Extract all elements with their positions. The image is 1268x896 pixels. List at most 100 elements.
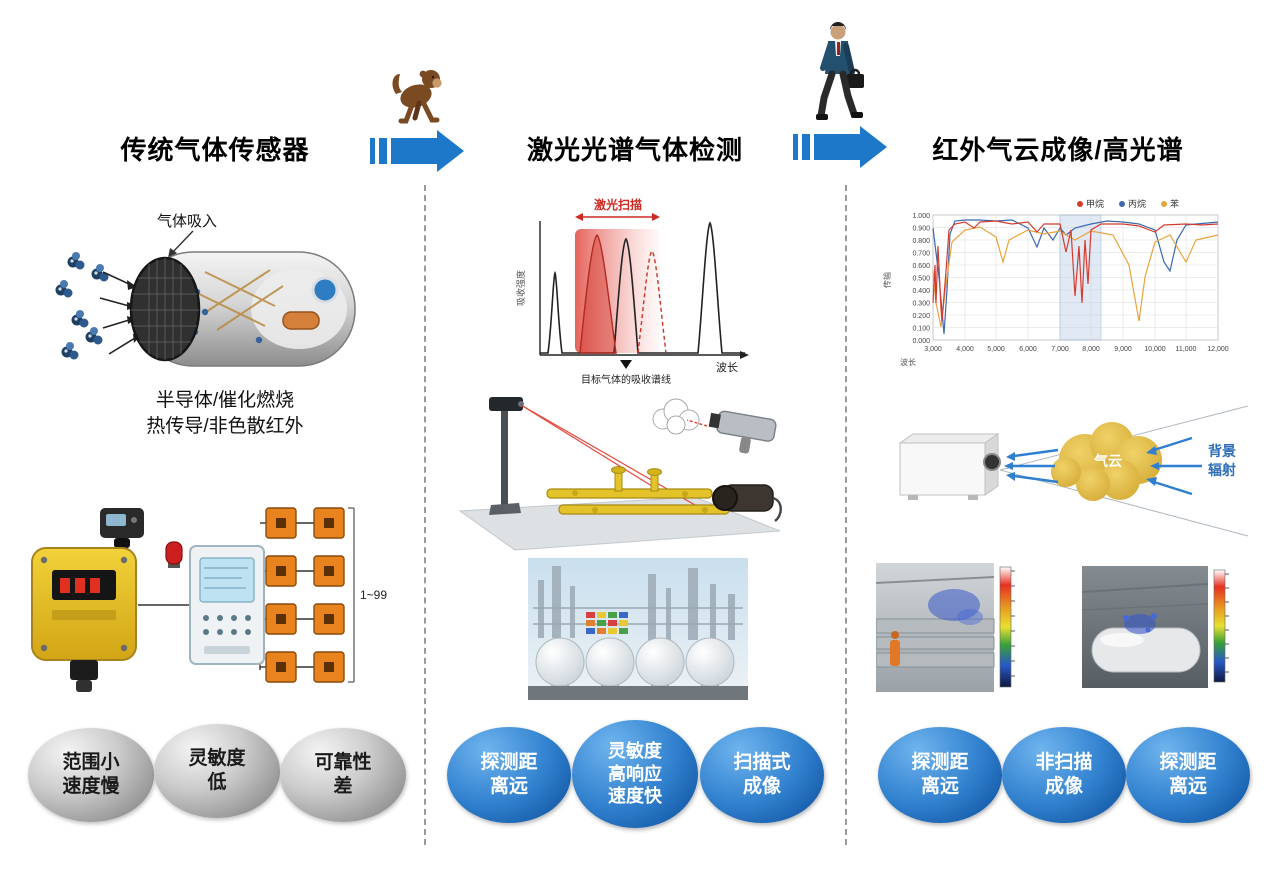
svg-text:0.000: 0.000 [912,338,930,345]
legend-propane: 丙烷 [1128,198,1146,209]
gas-molecules [55,252,109,360]
svg-text:8,000: 8,000 [1082,346,1100,353]
imaging-camera [712,484,782,522]
stage-title-laser: 激光光谱气体检测 [526,135,743,165]
badge-long-distance-ir: 探测距 离远 [878,727,1002,823]
series-methane [932,220,1219,322]
tech-line-1: 半导体/催化燃烧 [155,390,295,411]
arrow-stripe [379,138,387,164]
svg-text:0.800: 0.800 [912,238,930,245]
target-gas-note: 目标气体的吸收谱线 [581,373,671,386]
fixed-gas-detector [31,547,137,692]
badge-scanning-imaging: 扫描式 成像 [700,727,824,823]
arrow-body [391,138,437,164]
walking-man-icon [816,22,864,120]
transmittance-xlabel: 波长 [900,357,916,367]
svg-text:10,000: 10,000 [1144,346,1166,353]
scan-band [575,229,660,353]
laser-beams [520,404,696,506]
x-ticks: 3,000 4,000 5,000 6,000 7,000 8,000 9,00… [924,346,1229,353]
arrow-stripe [802,134,810,160]
radiation-arrows [1012,436,1202,496]
flow-arrow-1 [370,130,464,172]
scanned-line-peak [637,250,667,354]
thermal-image-pipes [876,563,1015,692]
gas-plume [652,398,700,435]
stage-title-infrared: 红外气云成像/高光谱 [932,135,1184,165]
laser-line-peak [579,234,617,354]
gas-blob [928,589,980,621]
badge-low-sensitivity: 灵敏度 低 [154,724,280,818]
svg-text:0.300: 0.300 [912,301,930,308]
traditional-tech-text: 半导体/催化燃烧 热传导/非色散红外 [100,388,350,439]
series-propane [932,219,1219,335]
gas-cloud-imaging-scene: 气云 [898,405,1249,537]
column-divider-1 [424,185,426,845]
svg-text:4,000: 4,000 [956,346,974,353]
flow-arrow-2 [793,126,887,168]
thermal-image-tank [1082,566,1229,688]
badge-poor-reliability: 可靠性 差 [280,728,406,822]
arrow-stripe [370,138,375,164]
sensor-port [311,276,339,304]
series-benzene [932,226,1219,328]
storage-tank [1091,627,1201,673]
color-scale [999,566,1012,688]
column-divider-2 [845,185,847,845]
laser-chart-xlabel: 波长 [716,361,738,374]
svg-text:6,000: 6,000 [1019,346,1037,353]
background-radiation-label: 背景 辐射 [1208,443,1236,478]
svg-text:0.100: 0.100 [912,326,930,333]
gas-intake-label: 气体吸入 [157,213,217,230]
plant-photo [528,558,748,700]
handheld-detector [708,410,777,454]
stage-title-traditional: 传统气体传感器 [120,135,310,165]
sensor-cylinder [129,251,356,367]
laser-detection-scene [458,397,782,551]
svg-text:0.700: 0.700 [912,251,930,258]
plant-towers [533,566,743,640]
laser-mast [489,397,524,515]
svg-text:0.600: 0.600 [912,263,930,270]
tech-line-2: 热传导/非色散红外 [146,415,304,437]
detector-system-illustration: 1~99 [31,507,387,692]
monkey-icon [392,70,442,124]
svg-text:12,000: 12,000 [1207,346,1229,353]
laser-chart-ylabel: 吸收强度 [515,270,526,306]
legend-methane: 甲烷 [1086,198,1104,209]
svg-text:0.200: 0.200 [912,313,930,320]
intake-arrows [99,271,136,355]
laser-scan-label: 激光扫描 [594,197,642,212]
svg-text:0.400: 0.400 [912,288,930,295]
badge-long-distance-laser: 探测距 离远 [447,727,571,823]
color-containers [586,612,628,634]
transmitter-array: 1~99 [265,507,387,683]
svg-text:0.900: 0.900 [912,226,930,233]
gas-cloud: 气云 [1051,422,1162,501]
svg-text:7,000: 7,000 [1051,346,1069,353]
chart-legend: 甲烷 丙烷 苯 [1077,198,1179,209]
target-marker [620,360,632,369]
gas-blob [1123,613,1157,634]
svg-text:5,000: 5,000 [987,346,1005,353]
arrow-head [437,130,464,172]
svg-text:1.000: 1.000 [912,213,930,220]
worker-figure [890,631,900,666]
badge-long-distance-ir-2: 探测距 离远 [1126,727,1250,823]
arrow-head [860,126,887,168]
controller-panel [189,545,265,665]
svg-text:3,000: 3,000 [924,346,942,353]
badge-small-range: 范围小 速度慢 [28,728,154,822]
pipes [876,618,995,668]
svg-text:11,000: 11,000 [1176,346,1197,353]
alarm-beacon [165,541,183,568]
svg-text:0.500: 0.500 [912,276,930,283]
legend-benzene: 苯 [1170,198,1179,209]
transmittance-ylabel: 传输 [882,272,892,288]
gas-cloud-label: 气云 [1093,453,1122,469]
svg-text:9,000: 9,000 [1114,346,1132,353]
traditional-sensor-illustration: 气体吸入 [55,213,356,367]
infrared-camera [898,433,1001,500]
arrow-stripe [793,134,798,160]
